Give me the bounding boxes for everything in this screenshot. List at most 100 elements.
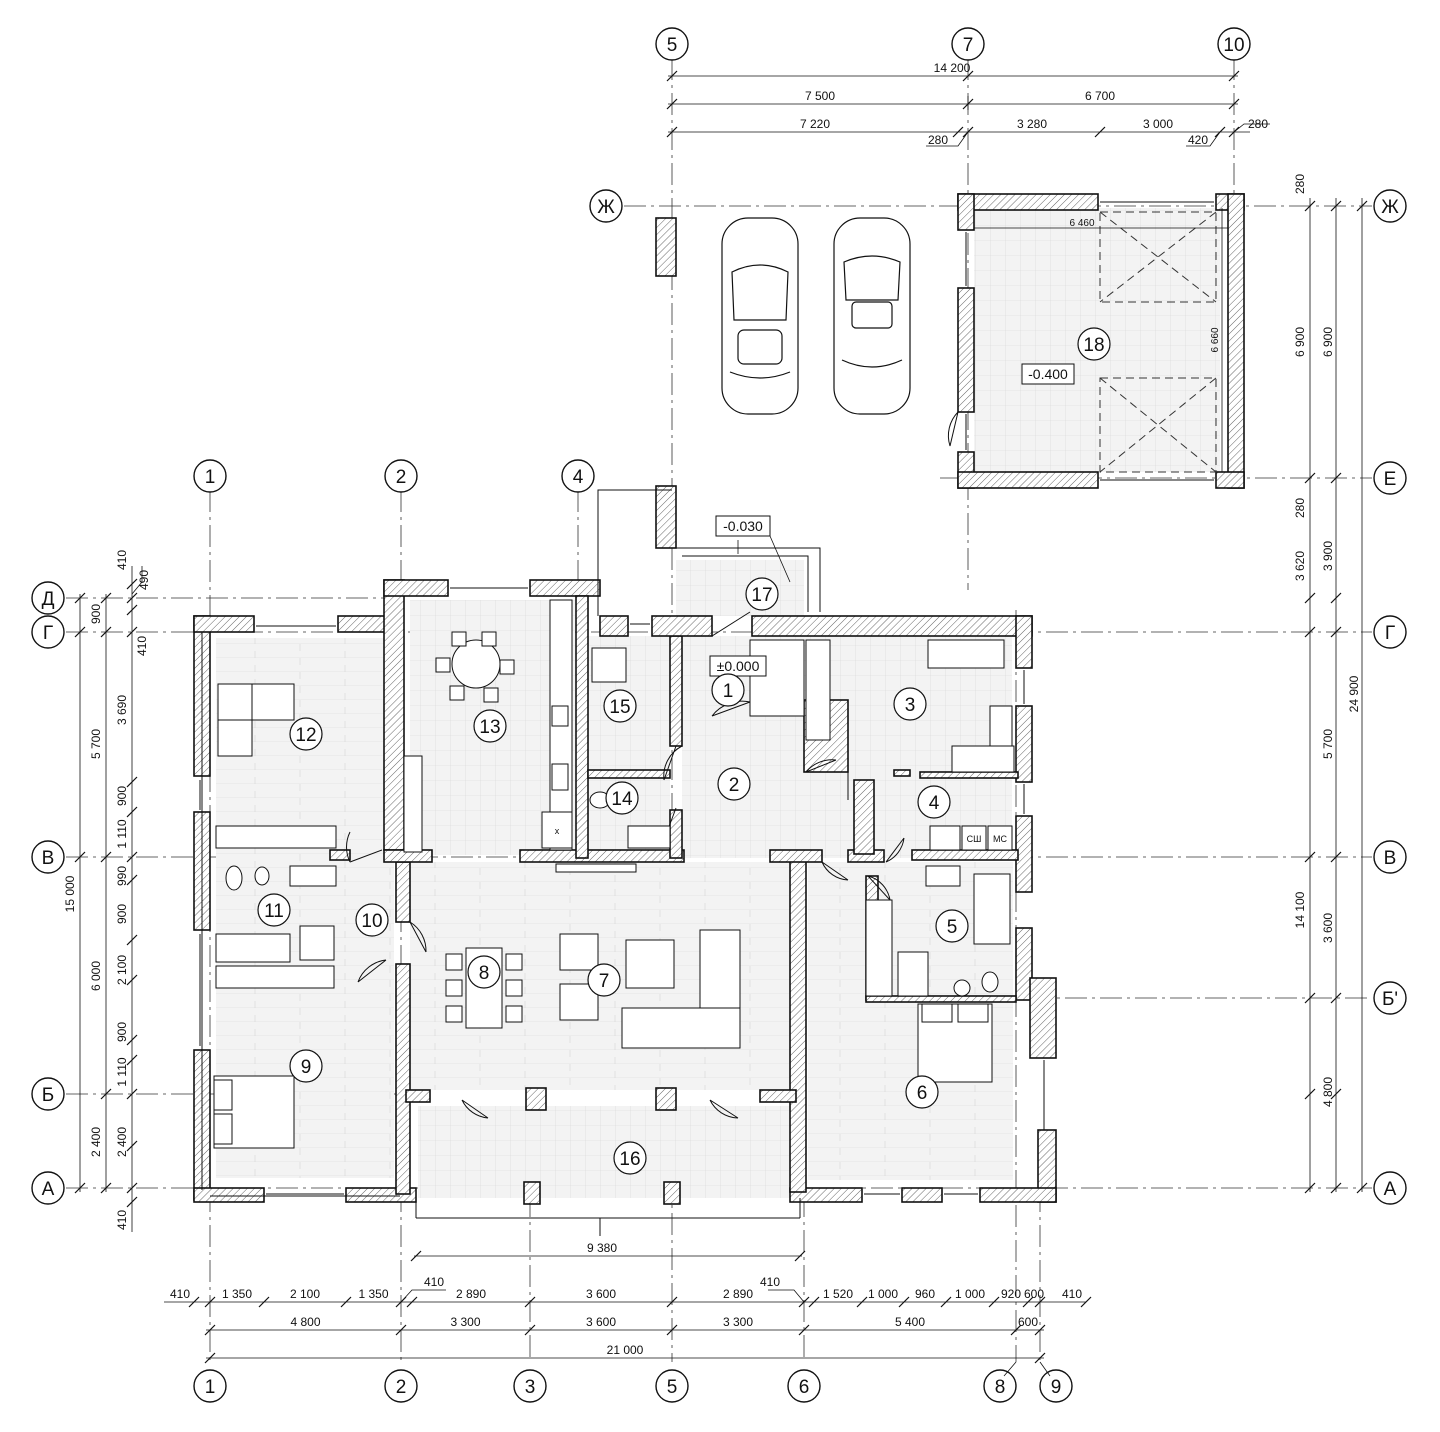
axis-marker-t5: 5 <box>655 27 689 61</box>
porch-level-text: -0.030 <box>723 518 763 534</box>
tick <box>798 1324 810 1336</box>
axis-label-t10: 10 <box>1223 35 1244 56</box>
tick <box>1330 472 1342 484</box>
dim-420: 420 <box>1188 133 1208 147</box>
right-dimensions: 280 6 900 6 900 280 3 620 3 900 24 900 5… <box>1293 174 1361 1107</box>
tick <box>1356 1182 1368 1194</box>
axis-label-rA: А <box>1384 1179 1397 1200</box>
dim-l-410-b: 410 <box>135 636 149 656</box>
axis-label-h4: 4 <box>573 467 584 488</box>
dim-bottom1-8: 410 <box>760 1275 780 1289</box>
dim-bottom2-5: 600 <box>1018 1315 1038 1329</box>
axis-marker-t7: 7 <box>951 27 985 61</box>
fixture-labels: СШ МС x <box>555 826 1008 844</box>
main-level-text: ±0.000 <box>717 658 760 674</box>
axis-marker-lV: В <box>31 840 65 874</box>
dim-l-410-top: 410 <box>115 550 129 570</box>
axis-marker-rA: А <box>1373 1171 1407 1205</box>
dim-l-990: 990 <box>115 866 129 886</box>
dim-r-280-top: 280 <box>1293 174 1307 194</box>
tick <box>524 1296 536 1308</box>
axis-label-lD: Д <box>42 589 55 610</box>
dim-bottom1-1: 1 350 <box>222 1287 252 1301</box>
axis-label-lG: Г <box>43 623 53 644</box>
tick <box>410 1250 422 1262</box>
tick <box>204 1352 216 1364</box>
dim-r-3620: 3 620 <box>1293 551 1307 581</box>
axis-label-rG: Г <box>1385 623 1395 644</box>
tick <box>74 851 86 863</box>
tick <box>1304 992 1316 1004</box>
axis-marker-rE: Е <box>1373 461 1407 495</box>
tick <box>1330 992 1342 1004</box>
room-marker-r3: 3 <box>893 687 927 721</box>
axis-marker-h1: 1 <box>193 459 227 493</box>
axis-marker-lZh: Ж <box>589 189 623 223</box>
tick <box>126 1140 138 1152</box>
tick <box>898 1296 910 1308</box>
tick <box>395 1296 407 1308</box>
tick <box>340 1296 352 1308</box>
tick <box>126 1196 138 1208</box>
room-number-r4: 4 <box>929 793 940 814</box>
dim-7220: 7 220 <box>800 117 830 131</box>
room-marker-r14: 14 <box>605 781 639 815</box>
tick <box>126 1054 138 1066</box>
axis-marker-b8: 8 <box>983 1369 1017 1403</box>
dim-bottom2-1: 3 300 <box>450 1315 480 1329</box>
room-marker-r4: 4 <box>917 785 951 819</box>
room-number-r14: 14 <box>611 789 633 810</box>
dim-6660: 6 660 <box>1210 327 1221 352</box>
axis-marker-h4: 4 <box>561 459 595 493</box>
tick <box>126 874 138 886</box>
tick <box>100 592 112 604</box>
tick <box>100 1088 112 1100</box>
axis-label-lV: В <box>42 848 55 869</box>
dim-3280: 3 280 <box>1017 117 1047 131</box>
axis-label-b8: 8 <box>995 1377 1006 1398</box>
dim-r-24900: 24 900 <box>1347 675 1361 712</box>
left-dimensions: 410 490 900 410 5 700 3 690 900 1 110 15… <box>63 550 151 1230</box>
tick <box>126 1182 138 1194</box>
axis-label-b3: 3 <box>525 1377 536 1398</box>
tick <box>962 70 974 82</box>
tick <box>126 1088 138 1100</box>
level-markers: -0.030 ±0.000 -0.400 <box>709 363 1075 677</box>
axis-label-lB: Б <box>42 1085 54 1106</box>
axis-label-rZh: Ж <box>1381 197 1399 218</box>
tick <box>524 1324 536 1336</box>
dim-l-900-b: 900 <box>115 786 129 806</box>
room-number-r9: 9 <box>301 1057 312 1078</box>
axis-marker-lA: А <box>31 1171 65 1205</box>
axis-marker-t10: 10 <box>1217 27 1251 61</box>
dim-bottom1-15: 410 <box>1062 1287 1082 1301</box>
room-number-r1: 1 <box>723 681 734 702</box>
dim-bottom3-total: 21 000 <box>607 1343 644 1357</box>
axis-marker-b2: 2 <box>384 1369 418 1403</box>
tick <box>1304 1088 1316 1100</box>
dim-bottom1-2: 2 100 <box>290 1287 320 1301</box>
room-number-r7: 7 <box>599 971 610 992</box>
tick <box>1228 70 1240 82</box>
tick <box>100 626 112 638</box>
tick <box>794 1250 806 1262</box>
axis-marker-rV: В <box>1373 840 1407 874</box>
axis-label-rBp: Б' <box>1382 989 1398 1010</box>
room-marker-r16: 16 <box>613 1141 647 1175</box>
axis-label-b6: 6 <box>799 1377 810 1398</box>
tick <box>74 1182 86 1194</box>
dim-r-3600: 3 600 <box>1321 913 1335 943</box>
room-marker-r6: 6 <box>905 1075 939 1109</box>
axis-marker-b1: 1 <box>193 1369 227 1403</box>
dim-9380: 9 380 <box>587 1241 617 1255</box>
axis-label-h1: 1 <box>205 467 216 488</box>
axis-marker-lG: Г <box>31 615 65 649</box>
tick <box>395 1324 407 1336</box>
room-number-r6: 6 <box>917 1083 928 1104</box>
tick <box>126 974 138 986</box>
dim-l-5700: 5 700 <box>89 729 103 759</box>
room-number-r2: 2 <box>729 775 740 796</box>
dim-bottom1-5: 2 890 <box>456 1287 486 1301</box>
room-marker-r8: 8 <box>467 955 501 989</box>
